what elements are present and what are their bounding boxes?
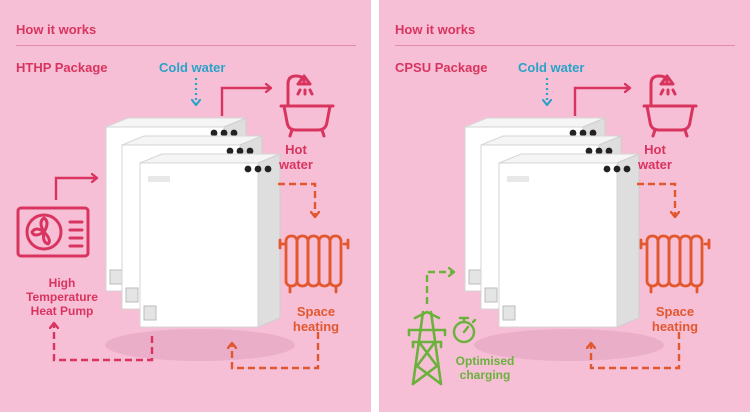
space-heating-arrow (637, 182, 675, 216)
hot-water-arrow (220, 88, 270, 116)
hot-water-label: Hot water (279, 142, 313, 172)
heat-pump-return-arrow (54, 324, 154, 362)
section-heading: How it works (395, 22, 476, 37)
space-heating-label: Space heating (651, 304, 699, 334)
hthp-artwork (16, 74, 350, 370)
heat-pump-label: High Temperature Heat Pump (26, 276, 98, 318)
hot-water-arrow (573, 88, 629, 116)
radiator-icon (639, 234, 711, 294)
boiler-unit-image (464, 117, 640, 328)
heat-pump-flow-arrow (54, 178, 96, 200)
heating-return-arrow (232, 332, 320, 370)
stopwatch-icon (452, 316, 477, 344)
bathtub-shower-icon (279, 74, 335, 138)
charging-arrow (425, 272, 453, 304)
unit-shadow (105, 329, 295, 361)
heading-divider (395, 45, 735, 46)
unit-shadow (474, 329, 664, 361)
cold-water-label: Cold water (159, 60, 226, 75)
boiler-unit-image (105, 117, 281, 328)
package-title: CPSU Package (395, 60, 488, 75)
optimised-charging-label: Optimised charging (455, 354, 515, 382)
package-title: HTHP Package (16, 60, 108, 75)
radiator-icon (278, 234, 350, 294)
heading-divider (16, 45, 356, 46)
section-heading: How it works (16, 22, 97, 37)
cold-water-label: Cold water (518, 60, 585, 75)
pylon-icon (407, 310, 447, 386)
hthp-panel: How it works HTHP Package Cold water Hot… (0, 0, 371, 412)
heat-pump-fan-icon (16, 206, 90, 258)
space-heating-label: Space heating (292, 304, 340, 334)
heating-return-arrow (591, 332, 681, 370)
cpsu-panel: How it works CPSU Package Cold water Hot… (379, 0, 750, 412)
hot-water-label: Hot water (638, 142, 672, 172)
cpsu-artwork (407, 74, 711, 386)
bathtub-shower-icon (642, 74, 698, 138)
space-heating-arrow (278, 182, 315, 216)
